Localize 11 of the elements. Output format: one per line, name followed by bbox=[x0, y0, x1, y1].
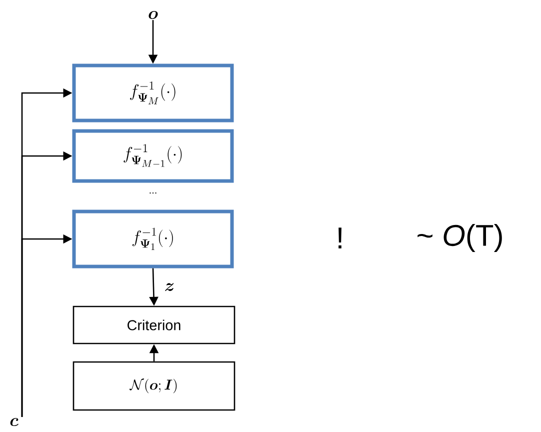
function-box: $f_{\boldsymbol{\Psi}_{1}}^{-1}(\cdot)$ bbox=[72, 210, 234, 268]
variable-label: $\boldsymbol{o}$ bbox=[148, 11, 158, 19]
function-box: $f_{\boldsymbol{\Psi}_{M-1}}^{-1}(\cdot)$ bbox=[72, 129, 234, 183]
ellipsis: ... bbox=[150, 192, 156, 194]
distribution-box: $\mathcal{N}(\boldsymbol{o};\boldsymbol{I})$ bbox=[72, 361, 236, 411]
function-box: $f_{\boldsymbol{\Psi}_{M}}^{-1}(\cdot)$ bbox=[72, 64, 234, 122]
edge-label: $\boldsymbol{z}$ bbox=[165, 283, 174, 292]
criterion-box: Criterion bbox=[72, 306, 236, 344]
variable-label: $\boldsymbol{c}$ bbox=[10, 418, 18, 426]
exclamation-mark: ! bbox=[338, 228, 342, 248]
complexity-label: ~ O(T) bbox=[418, 224, 502, 252]
